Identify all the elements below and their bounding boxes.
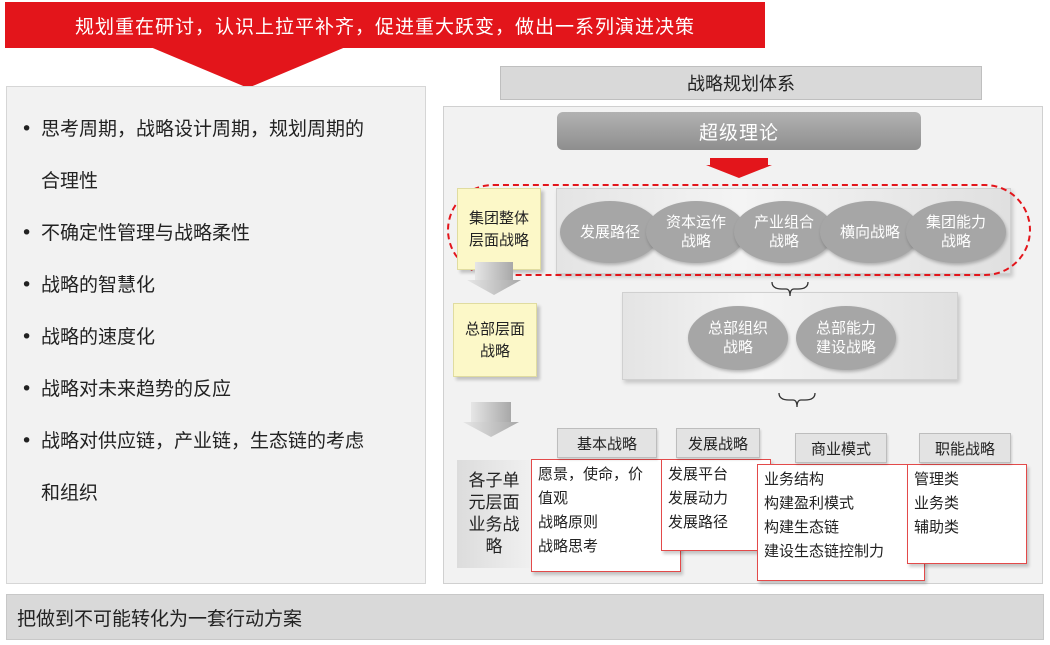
strategy-label: 总部组织	[707, 319, 768, 337]
group-level-note: 集团整体 层面战略	[457, 188, 541, 270]
strategy-label: 总部能力	[815, 319, 876, 337]
category-item: 业务结构	[764, 470, 825, 488]
super-theory-box: 超级理论	[557, 112, 921, 150]
hq-level-label-line: 总部层面	[464, 320, 525, 338]
strategy-ellipse: 资本运作战略	[646, 201, 746, 263]
category-item: 构建盈利模式	[764, 494, 855, 512]
category-item: 辅助类	[914, 518, 960, 536]
list-item: • 战略对供应链，产业链，生态链的考虑和组织	[19, 415, 425, 519]
bullet-icon: •	[21, 274, 33, 296]
strategy-ellipse: 总部能力建设战略	[796, 306, 896, 370]
strategy-ellipse: 横向战略	[820, 201, 920, 263]
strategy-ellipse: 总部组织战略	[688, 306, 788, 370]
list-item: • 战略的速度化	[19, 311, 425, 363]
hq-level-label-line: 战略	[479, 342, 510, 360]
category-item: 建设生态链控制力	[764, 542, 885, 560]
system-title: 战略规划体系	[500, 66, 982, 100]
category-item-box: 发展平台发展动力发展路径	[661, 459, 771, 551]
strategy-ellipse: 产业组合战略	[734, 201, 834, 263]
bullet-icon: •	[21, 378, 33, 400]
banner-text: 规划重在研讨，认识上拉平补齐，促进重大跃变，做出一系列演进决策	[74, 15, 695, 38]
category-item: 愿景，使命，价	[538, 465, 644, 483]
bullet-icon: •	[21, 222, 33, 244]
category-item-box: 管理类业务类辅助类	[907, 464, 1027, 564]
super-theory-text: 超级理论	[698, 121, 779, 144]
red-down-arrow-icon	[706, 158, 772, 178]
gray-down-arrow-icon	[467, 262, 521, 295]
gray-down-arrow-icon	[463, 402, 519, 437]
list-item-text: 思考周期，战略设计周期，规划周期的	[41, 118, 365, 140]
banner-down-arrow-icon	[148, 46, 348, 88]
category-item: 战略原则	[538, 513, 599, 531]
bu-level-label-line: 各子单	[468, 471, 520, 491]
strategy-label: 资本运作	[665, 213, 726, 231]
strategy-label: 战略	[940, 232, 971, 250]
brace-icon	[771, 281, 809, 297]
category-item: 发展平台	[668, 465, 729, 483]
strategy-ellipse: 发展路径	[560, 201, 660, 263]
bullet-icon: •	[21, 326, 33, 348]
list-item: • 战略对未来趋势的反应	[19, 363, 425, 415]
category-item-box: 业务结构构建盈利模式构建生态链建设生态链控制力	[757, 464, 925, 581]
list-item-text: 和组织	[41, 482, 99, 504]
bu-level-label-box: 各子单 元层面 业务战 略	[457, 460, 531, 568]
category-item: 管理类	[914, 470, 960, 488]
list-item-text: 战略对未来趋势的反应	[41, 378, 232, 400]
strategy-label: 战略	[768, 232, 799, 250]
list-item-text: 战略的速度化	[41, 326, 156, 348]
list-item-text: 战略的智慧化	[41, 274, 156, 296]
strategy-label: 产业组合	[753, 213, 814, 231]
category-item: 构建生态链	[764, 518, 840, 536]
strategy-label: 发展路径	[579, 222, 640, 241]
bu-level-label-line: 元层面	[468, 493, 520, 513]
bottom-summary-text: 把做到不可能转化为一套行动方案	[17, 607, 303, 630]
strategy-label: 建设战略	[815, 338, 876, 356]
hq-strategy-container	[622, 292, 958, 380]
list-item-text: 合理性	[41, 170, 99, 192]
strategy-label: 集团能力	[925, 213, 986, 231]
bu-level-label-line: 略	[485, 537, 503, 557]
bullet-icon: •	[21, 430, 33, 452]
category-item: 值观	[538, 489, 569, 507]
list-item: • 战略的智慧化	[19, 259, 425, 311]
category-item: 战略思考	[538, 537, 599, 555]
hq-level-note: 总部层面 战略	[453, 303, 537, 377]
strategy-label: 横向战略	[839, 222, 900, 241]
bottom-summary-bar: 把做到不可能转化为一套行动方案	[6, 594, 1044, 640]
category-heading: 发展战略	[676, 428, 760, 458]
category-item: 业务类	[914, 494, 960, 512]
system-title-text: 战略规划体系	[687, 74, 795, 95]
category-heading: 职能战略	[919, 433, 1011, 463]
list-item: • 不确定性管理与战略柔性	[19, 207, 425, 259]
category-item: 发展动力	[668, 489, 729, 507]
left-point-list-panel: • 思考周期，战略设计周期，规划周期的合理性 • 不确定性管理与战略柔性 • 战略的智慧化…	[6, 86, 426, 584]
category-heading: 基本战略	[557, 428, 657, 458]
point-list: • 思考周期，战略设计周期，规划周期的合理性 • 不确定性管理与战略柔性 • 战略的智慧化…	[7, 87, 425, 519]
category-item-box: 愿景，使命，价值观战略原则战略思考	[531, 459, 681, 572]
category-heading: 商业模式	[795, 433, 887, 463]
bullet-icon: •	[21, 118, 33, 140]
top-banner: 规划重在研讨，认识上拉平补齐，促进重大跃变，做出一系列演进决策	[5, 2, 765, 48]
brace-icon	[778, 392, 816, 408]
list-item-text: 战略对供应链，产业链，生态链的考虑	[41, 430, 365, 452]
strategy-label: 战略	[722, 338, 753, 356]
list-item: • 思考周期，战略设计周期，规划周期的合理性	[19, 103, 425, 207]
list-item-text: 不确定性管理与战略柔性	[41, 222, 251, 244]
group-level-label-line: 集团整体	[468, 209, 529, 227]
group-level-highlight-oval	[447, 184, 1031, 276]
strategy-label: 战略	[680, 232, 711, 250]
group-level-label-line: 层面战略	[468, 231, 529, 249]
bu-level-label-line: 业务战	[468, 515, 520, 535]
category-item: 发展路径	[668, 513, 729, 531]
